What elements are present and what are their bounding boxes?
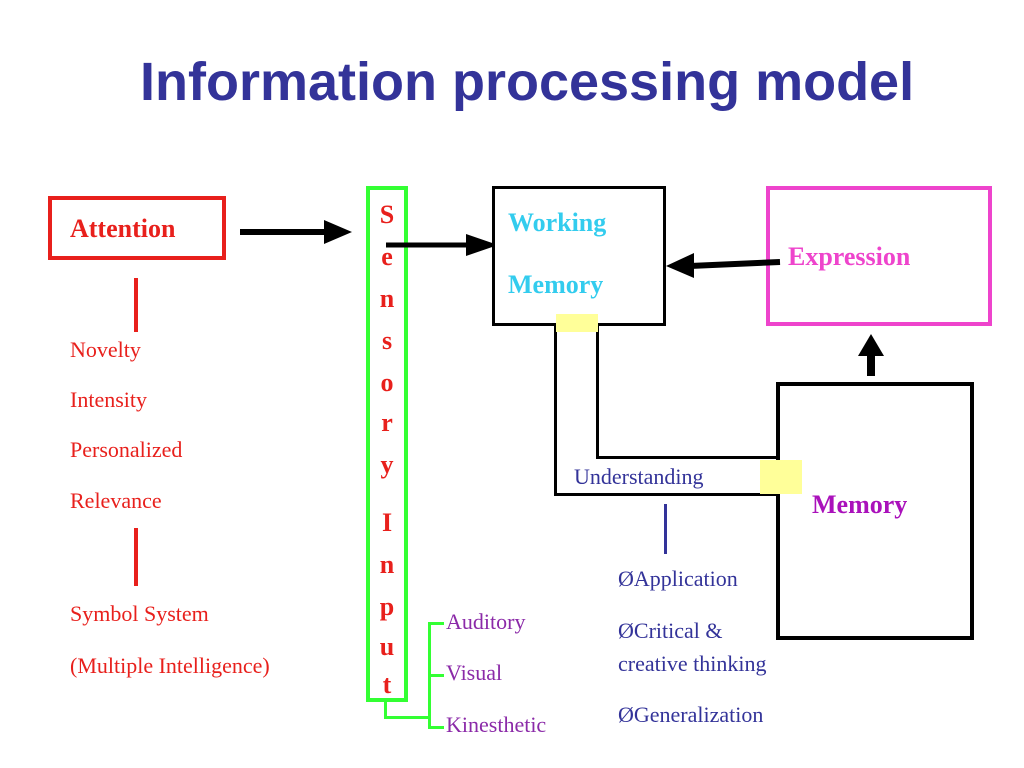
expression-to-working-memory-arrow: [666, 253, 781, 278]
wm-connector-outer-horizontal: [554, 493, 780, 496]
understanding-connector: [664, 504, 667, 554]
attention-label: Attention: [70, 214, 176, 243]
sensory-letter: u: [379, 632, 395, 661]
bullet-arrow-icon: Ø: [618, 618, 634, 643]
attention-connector-top: [134, 278, 138, 332]
modality-stem-horizontal: [384, 716, 430, 719]
wm-connector-inner-vertical: [596, 326, 599, 458]
sensory-input-box: [366, 186, 408, 702]
bullet-arrow-icon: Ø: [618, 702, 634, 727]
factor-intensity: Intensity: [70, 387, 147, 412]
sensory-letter: S: [379, 200, 395, 229]
sensory-letter: e: [381, 242, 393, 271]
understanding-item-generalization: ØGeneralization: [618, 702, 764, 727]
attention-connector-bottom: [134, 528, 138, 586]
modality-tick: [428, 674, 444, 677]
multiple-intelligence: (Multiple Intelligence): [70, 653, 270, 678]
memory-to-expression-arrow: [858, 334, 884, 376]
sensory-letter: r: [381, 408, 393, 437]
sensory-letter: n: [379, 284, 395, 313]
factor-novelty: Novelty: [70, 337, 141, 362]
symbol-system: Symbol System: [70, 601, 209, 626]
working-memory-connector-pad: [556, 314, 598, 332]
slide-title: Information processing model: [140, 52, 915, 112]
understanding-item-application: ØApplication: [618, 566, 738, 591]
sensory-letter: I: [381, 508, 393, 537]
attention-box: [48, 196, 226, 260]
wm-connector-inner-horizontal: [596, 456, 780, 459]
modality-kinesthetic: Kinesthetic: [446, 712, 547, 737]
working-memory-label-line1: Working: [508, 208, 607, 237]
attention-to-sensory-arrow: [240, 220, 352, 244]
understanding-item-critical: ØCritical &: [618, 618, 723, 643]
modality-tick: [428, 622, 444, 625]
sensory-letter: s: [381, 326, 393, 355]
sensory-letter: t: [382, 670, 392, 699]
sensory-letter: n: [379, 550, 395, 579]
factor-relevance: Relevance: [70, 488, 162, 513]
memory-label: Memory: [812, 490, 908, 519]
bullet-arrow-icon: Ø: [618, 566, 634, 591]
memory-box: [776, 382, 974, 640]
modality-auditory: Auditory: [446, 609, 526, 634]
sensory-to-working-memory-arrow: [386, 234, 498, 256]
expression-box: [766, 186, 992, 326]
working-memory-box: [492, 186, 666, 326]
modality-stem: [384, 700, 387, 718]
memory-connector-pad: [760, 460, 802, 494]
understanding-item-creative: creative thinking: [618, 651, 767, 676]
sensory-letter: p: [379, 592, 395, 621]
modality-tick: [428, 726, 444, 729]
modality-visual: Visual: [446, 660, 503, 685]
understanding-label: Understanding: [574, 464, 704, 489]
wm-connector-outer-vertical: [554, 326, 557, 496]
expression-label: Expression: [788, 242, 911, 271]
factor-personalized: Personalized: [70, 437, 183, 462]
sensory-letter: y: [380, 450, 394, 479]
working-memory-label-line2: Memory: [508, 270, 604, 299]
sensory-letter: o: [380, 368, 394, 397]
